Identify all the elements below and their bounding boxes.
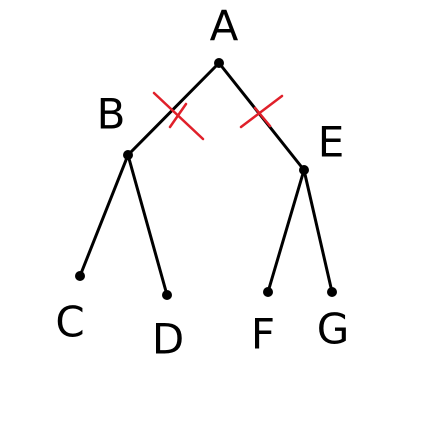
node-dot-e <box>299 165 309 175</box>
node-label-e: E <box>318 118 345 167</box>
node-dot-b <box>123 150 133 160</box>
node-label-b: B <box>97 90 126 139</box>
node-dot-d <box>162 290 172 300</box>
edge-e-f <box>266 168 306 294</box>
node-label-c: C <box>55 298 84 347</box>
edge-e-g <box>302 168 334 294</box>
cut-mark-a-b <box>152 91 205 141</box>
node-label-g: G <box>317 305 350 354</box>
node-dot-f <box>263 287 273 297</box>
node-dot-g <box>327 287 337 297</box>
node-label-f: F <box>251 310 275 359</box>
node-dot-c <box>75 271 85 281</box>
cut-marks-layer <box>152 91 284 141</box>
node-dots-layer <box>75 58 337 300</box>
cut-mark-a-e <box>239 94 284 129</box>
node-label-a: A <box>210 2 239 51</box>
edge-b-c <box>78 153 130 278</box>
edge-b-d <box>126 153 169 297</box>
node-dot-a <box>214 58 224 68</box>
edge-a-b <box>126 61 221 157</box>
node-label-d: D <box>152 315 184 364</box>
edges-layer <box>78 61 334 297</box>
